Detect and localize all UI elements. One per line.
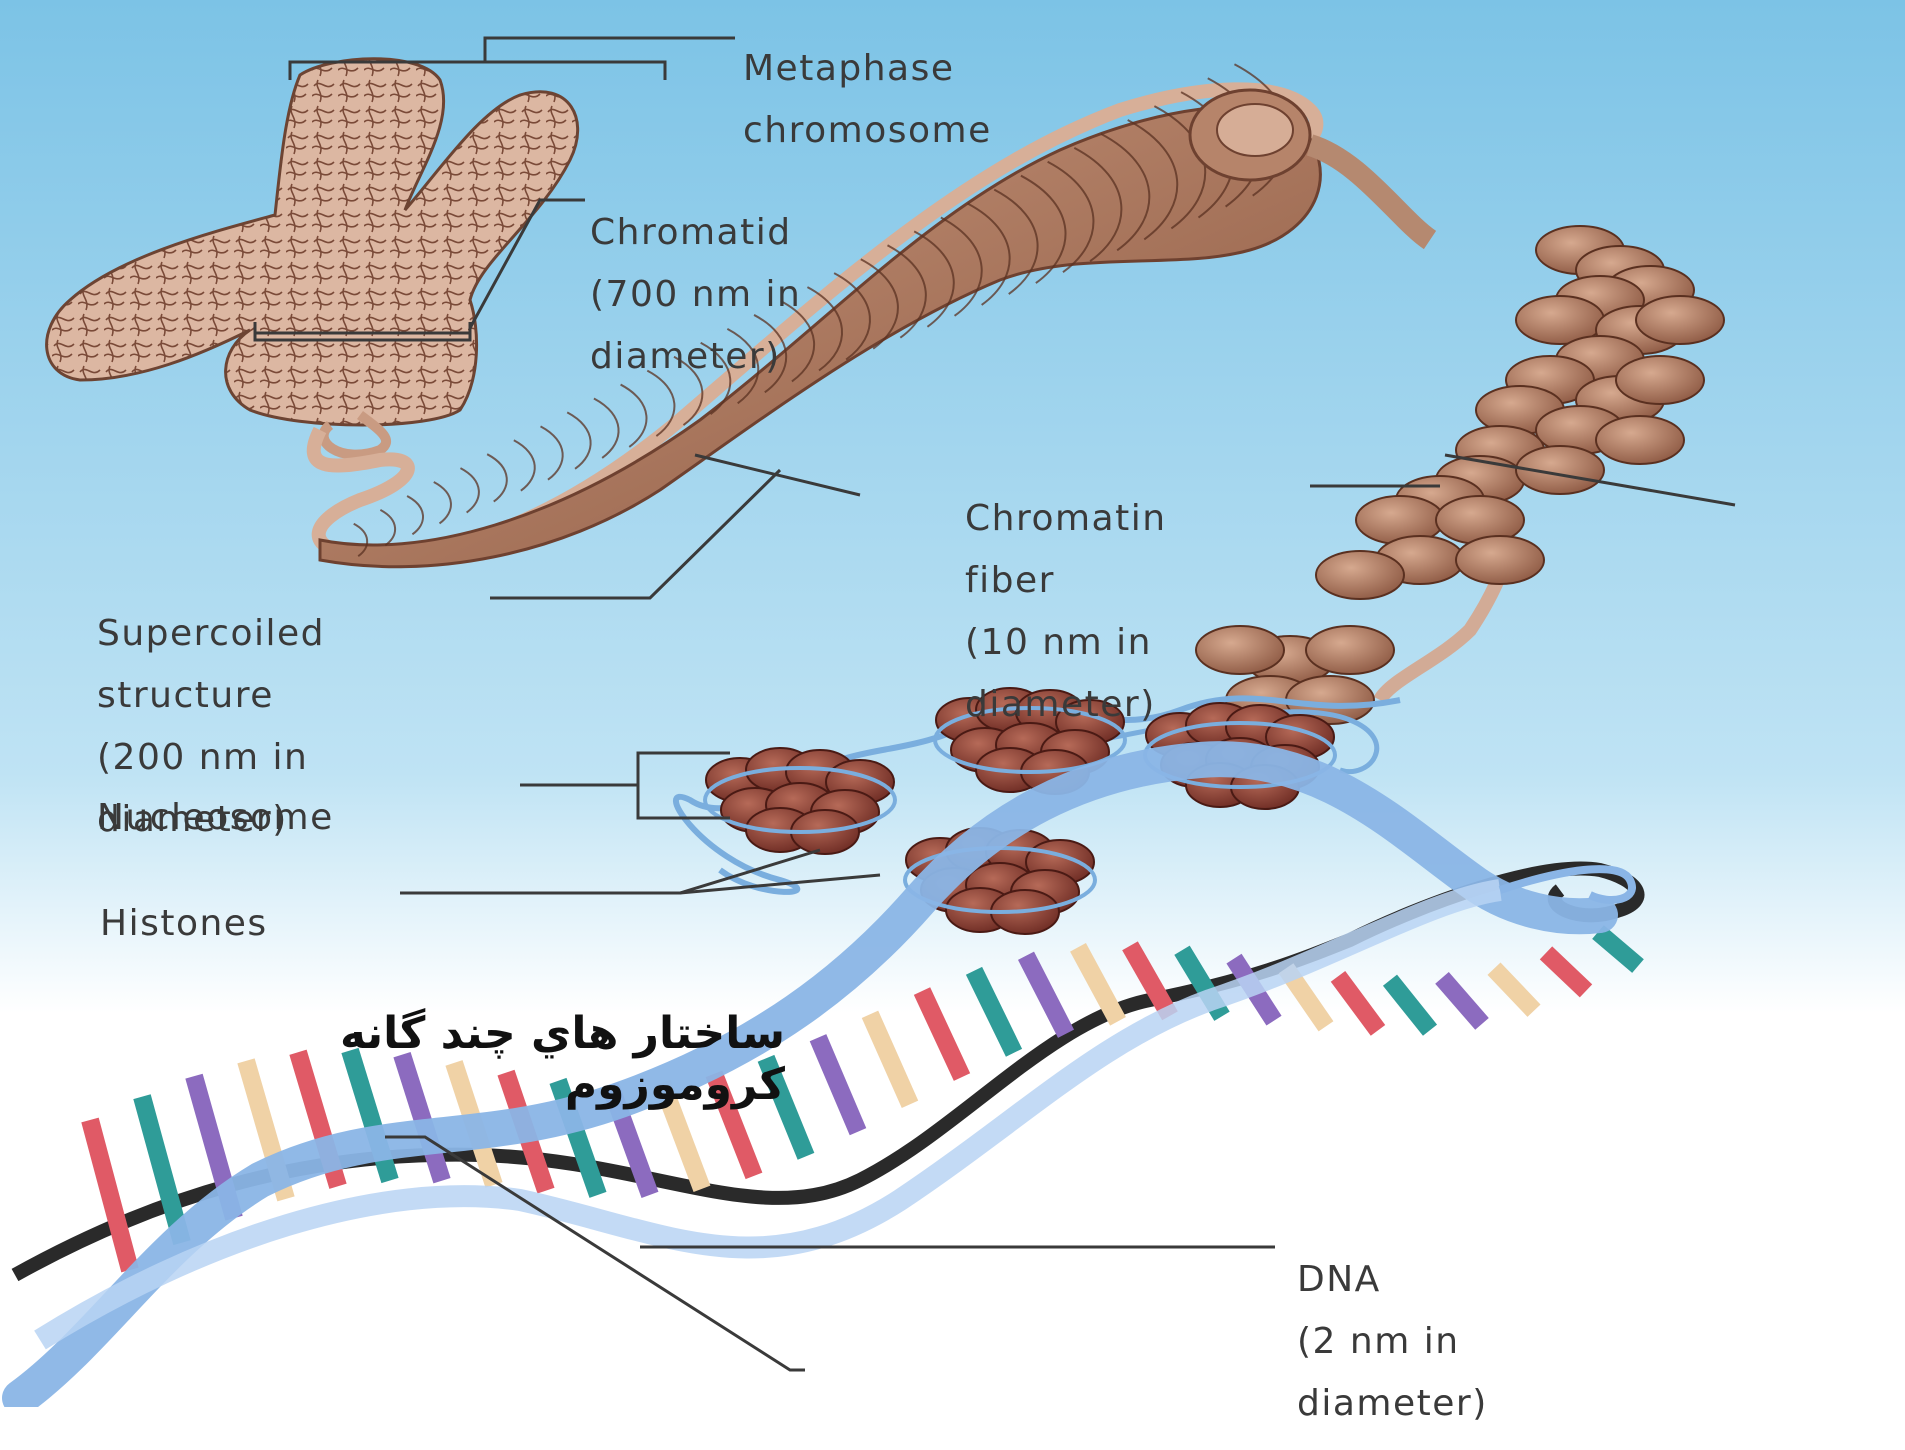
label-histones-text: Histones [100,908,268,939]
fiber-bead [1456,536,1544,584]
fiber-bead [1196,626,1284,674]
label-chromatid-line1: Chromatid [590,217,801,248]
label-metaphase-line2: chromosome [743,115,992,146]
fiber-bead [1316,551,1404,599]
label-chromatin-line3: (10 nm in [965,627,1167,658]
fiber-bead [1616,356,1704,404]
label-supercoiled-line1: Supercoiled [97,618,325,649]
label-dna: DNA (2 nm in diameter) [1297,1233,1488,1450]
label-nucleosome: Nucleosome [97,771,334,864]
label-supercoiled-line2: structure [97,680,325,711]
chromosome-structure-diagram: Metaphase chromosome Chromatid (700 nm i… [0,0,1905,1407]
label-chromatin-line4: diameter) [965,689,1167,720]
label-chromatid-line2: (700 nm in [590,279,801,310]
label-metaphase-line1: Metaphase [743,53,992,84]
label-chromatin-line1: Chromatin [965,503,1167,534]
persian-title: ساختار هاي چند گانه کروموزوم [170,1008,785,1110]
fiber-bead [1596,416,1684,464]
label-dna-line2: (2 nm in [1297,1326,1488,1357]
label-chromatid-line3: diameter) [590,341,801,372]
label-metaphase-chromosome: Metaphase chromosome [743,22,992,177]
label-dna-line3: diameter) [1297,1388,1488,1419]
label-nucleosome-text: Nucleosome [97,802,334,833]
label-chromatid: Chromatid (700 nm in diameter) [590,186,801,403]
label-histones: Histones [100,877,268,970]
label-supercoiled-line3: (200 nm in [97,742,325,773]
label-chromatin-line2: fiber [965,565,1167,596]
label-chromatin-fiber: Chromatin fiber (10 nm in diameter) [965,472,1167,751]
label-dna-line1: DNA [1297,1264,1488,1295]
fiber-bead [1636,296,1724,344]
fiber-bead [1306,626,1394,674]
